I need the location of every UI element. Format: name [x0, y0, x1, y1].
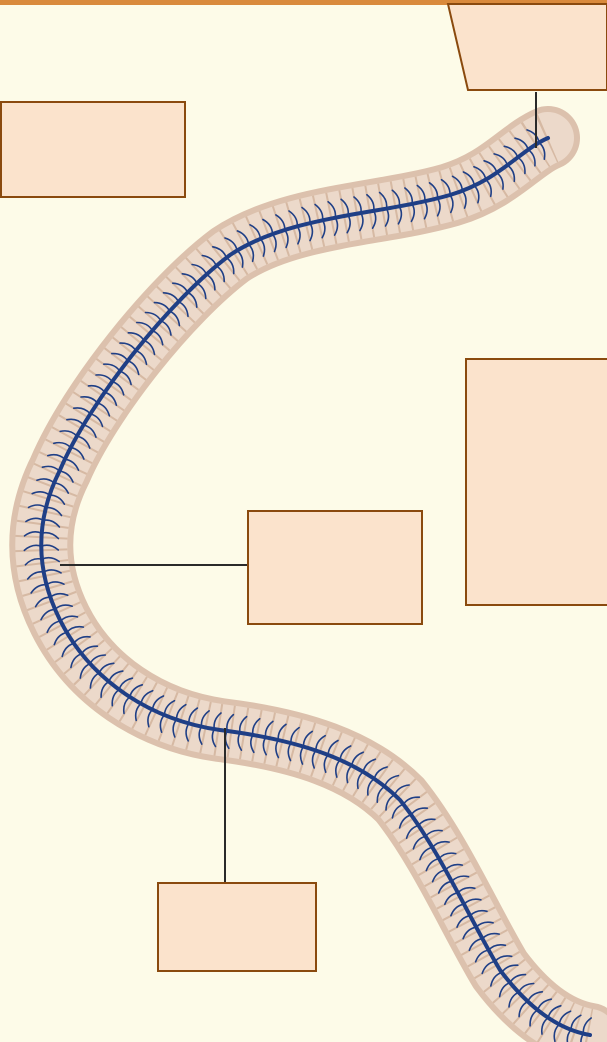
label-box-bottom: [157, 882, 317, 972]
label-box-top-right-shape: [446, 2, 607, 92]
label-box-top-left: [0, 101, 186, 198]
label-box-top-right: [446, 2, 607, 92]
label-box-right-middle: [465, 358, 607, 606]
label-box-middle: [247, 510, 423, 625]
